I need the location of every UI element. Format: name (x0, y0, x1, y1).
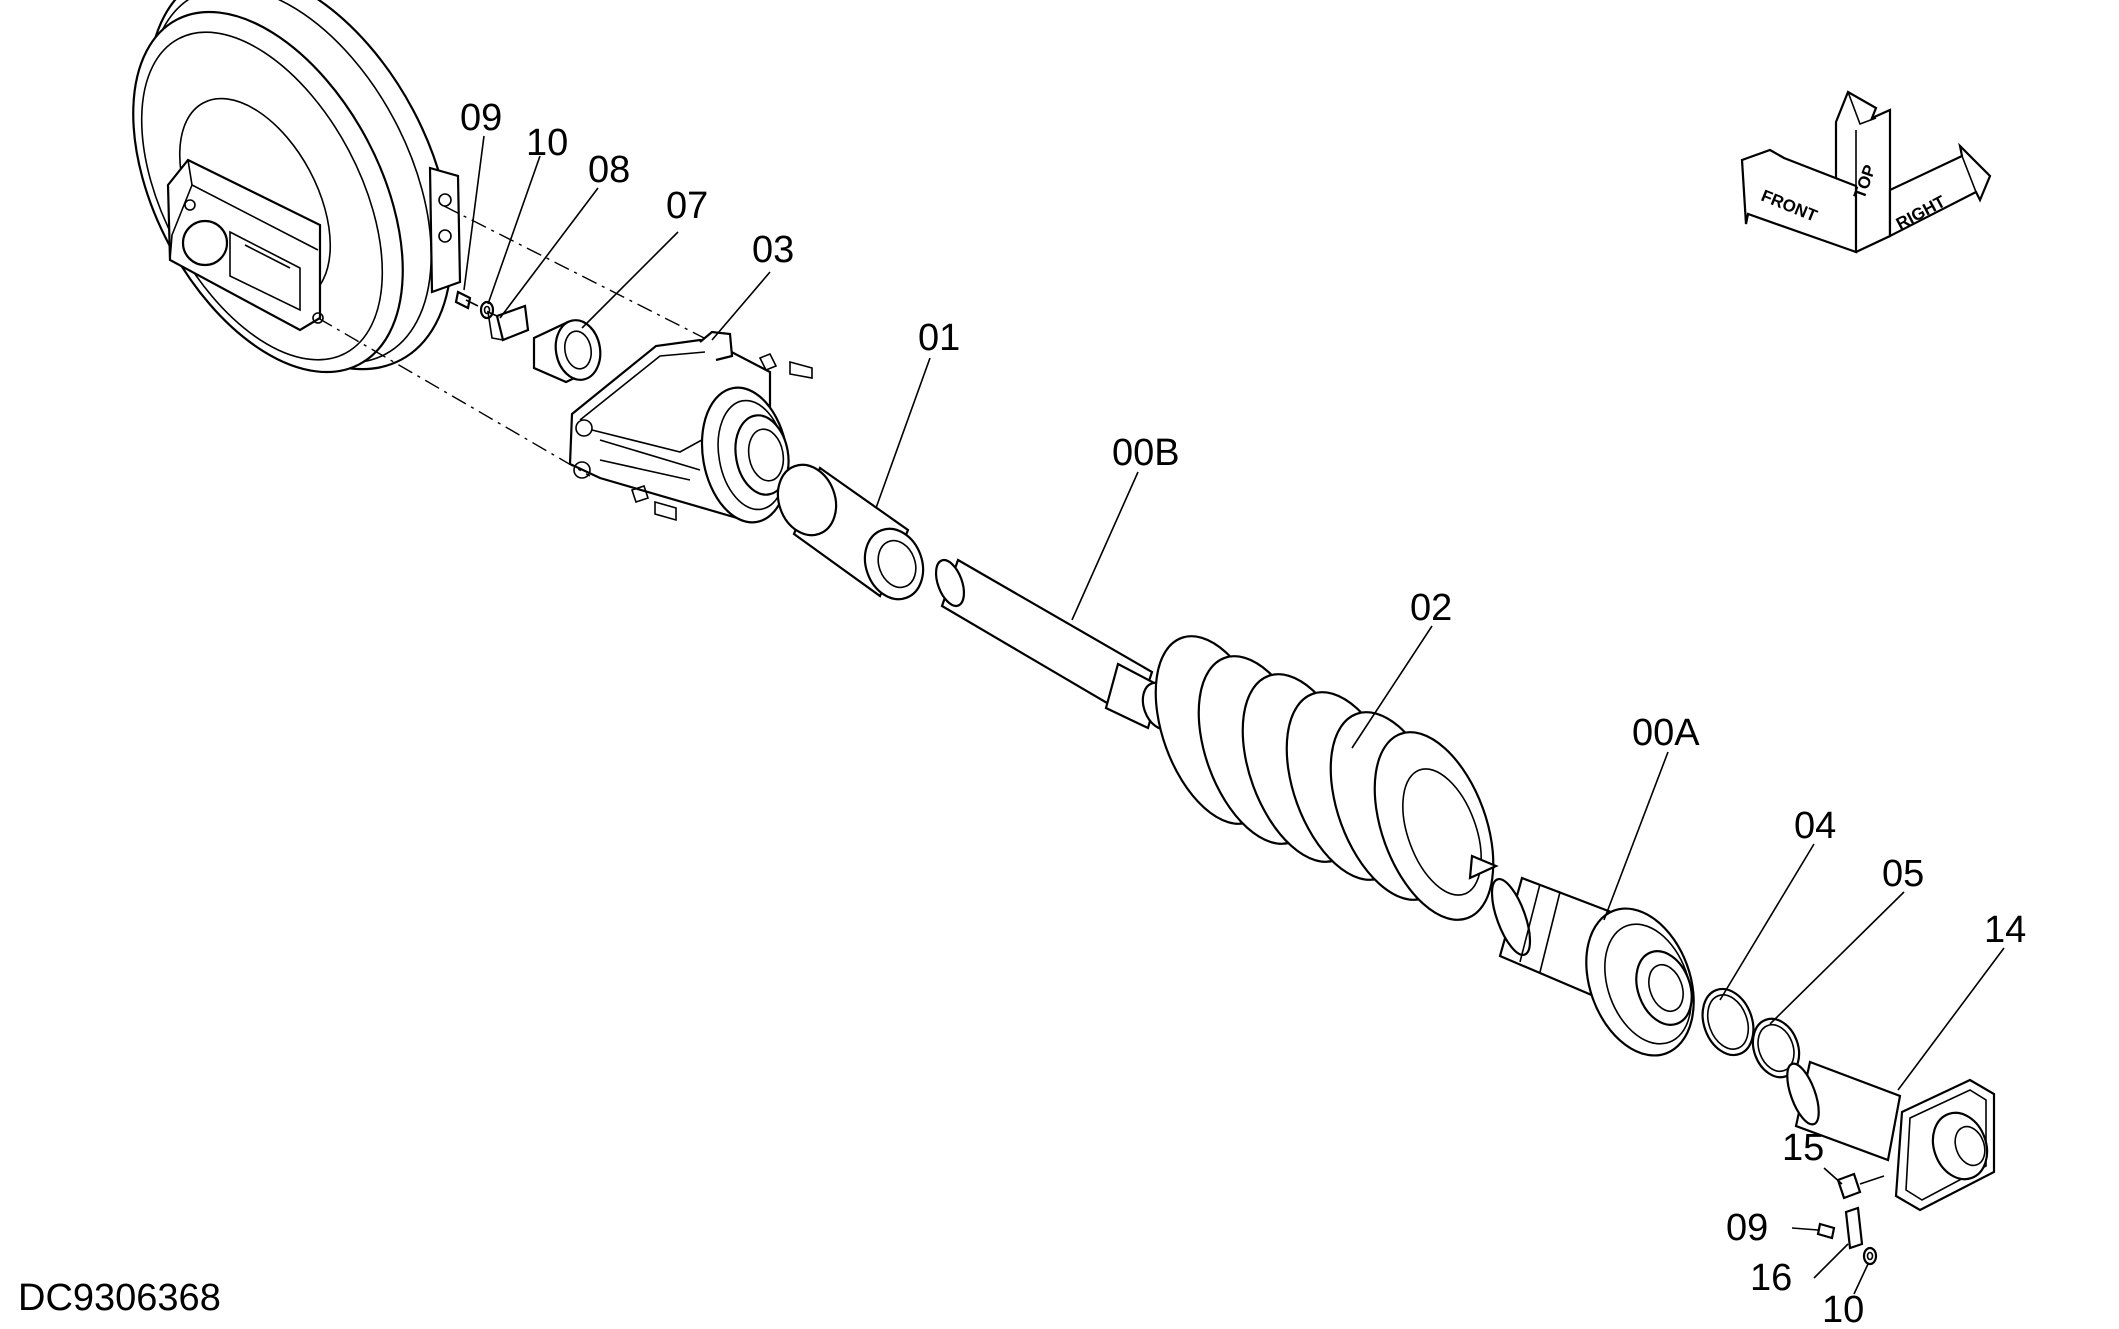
callout-09-lower: 09 (1726, 1207, 1768, 1249)
callout-04: 04 (1794, 805, 1836, 847)
orientation-indicator: FRONT TOP RIGHT (1740, 90, 1992, 254)
fitting-14 (1786, 1060, 1996, 1212)
callout-00A: 00A (1632, 712, 1700, 754)
callout-01: 01 (918, 317, 960, 359)
bolt-09-lower (1816, 1222, 1836, 1240)
cylinder-00A (1490, 876, 1695, 1057)
drawing-number: DC9306368 (18, 1277, 221, 1319)
callout-14: 14 (1984, 909, 2026, 951)
callout-10-upper: 10 (526, 122, 568, 164)
bolt-09-upper (454, 290, 479, 310)
nut-07 (532, 319, 602, 384)
rod-00B (934, 558, 1179, 731)
valve-15 (1836, 1172, 1885, 1200)
washer-10-lower (1862, 1246, 1878, 1266)
callout-10-lower: 10 (1822, 1289, 1864, 1329)
sleeve-01 (776, 463, 925, 601)
callout-15: 15 (1782, 1127, 1824, 1169)
ring-04 (1701, 987, 1755, 1057)
callout-07: 07 (666, 185, 708, 227)
callout-08: 08 (588, 149, 630, 191)
alignment-line-upper (443, 205, 721, 347)
callout-09-upper: 09 (460, 97, 502, 139)
callout-00B: 00B (1112, 432, 1180, 474)
lock-plate-16 (1844, 1206, 1864, 1250)
spring-02 (1154, 635, 1499, 921)
callout-05: 05 (1882, 853, 1924, 895)
callout-02: 02 (1410, 587, 1452, 629)
bracket-03 (568, 330, 813, 524)
idler-wheel (132, 0, 462, 374)
lock-plate-08 (486, 304, 530, 342)
callout-16: 16 (1750, 1257, 1792, 1299)
washer-10-upper (479, 300, 495, 320)
leader-lines (463, 135, 2005, 1295)
callout-03: 03 (752, 229, 794, 271)
alignment-line-lower (317, 317, 591, 477)
